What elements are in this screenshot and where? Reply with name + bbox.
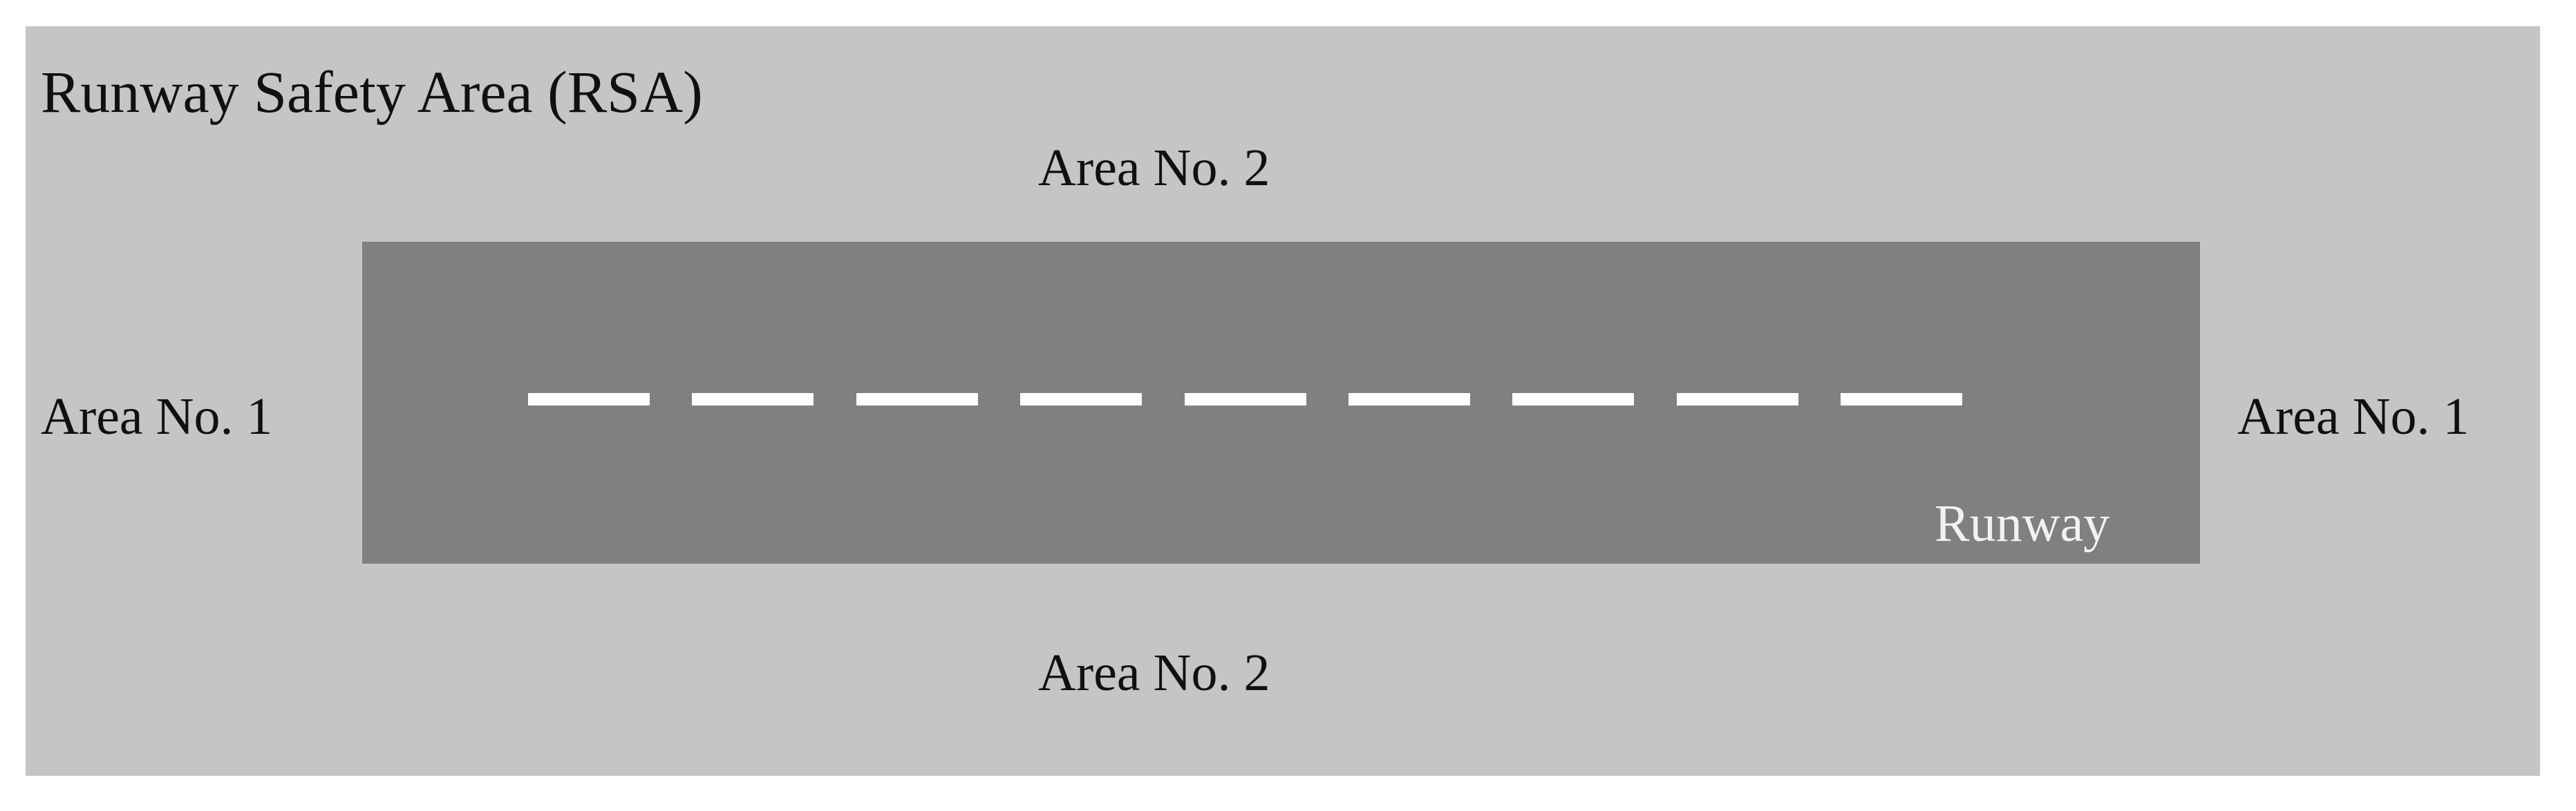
centerline-dash	[528, 393, 650, 406]
figure-title: Runway Safety Area (RSA)	[41, 59, 703, 125]
runway-pavement: Runway	[362, 242, 2200, 564]
label-area-no-1-left: Area No. 1	[41, 388, 273, 446]
centerline-dash	[856, 393, 978, 406]
label-runway: Runway	[1935, 495, 2110, 553]
centerline-dash	[1841, 393, 1962, 406]
centerline-dash	[1184, 393, 1306, 406]
centerline-dash	[1020, 393, 1143, 406]
label-area-no-2-top: Area No. 2	[1038, 139, 1270, 197]
centerline-dash	[1676, 393, 1798, 406]
label-area-no-2-bottom: Area No. 2	[1038, 644, 1270, 702]
label-area-no-1-right: Area No. 1	[2237, 388, 2470, 446]
centerline-dash	[1512, 393, 1635, 406]
runway-centerline-markings	[528, 393, 1962, 406]
runway-safety-area-panel: Runway Safety Area (RSA) Area No. 2 Area…	[26, 26, 2540, 776]
centerline-dash	[1348, 393, 1470, 406]
centerline-dash	[692, 393, 814, 406]
